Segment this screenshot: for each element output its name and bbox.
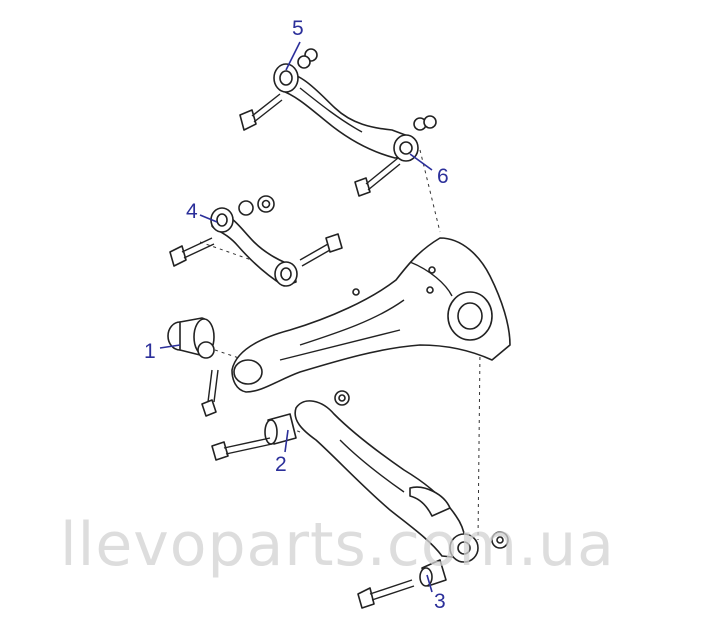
upper-arm-hardware bbox=[239, 48, 437, 197]
bushing-1 bbox=[167, 317, 219, 417]
lower-arm-hardware bbox=[211, 390, 509, 609]
callout-6: 6 bbox=[437, 165, 449, 188]
callout-1: 1 bbox=[144, 340, 156, 363]
callout-3: 3 bbox=[434, 590, 446, 613]
callout-labels: 1 2 3 4 5 6 bbox=[144, 17, 449, 613]
callout-2: 2 bbox=[275, 453, 287, 476]
lateral-link bbox=[210, 207, 298, 287]
lateral-link-hardware bbox=[169, 195, 343, 267]
callout-leaders bbox=[159, 41, 433, 593]
callout-5: 5 bbox=[292, 17, 304, 40]
lower-control-arm bbox=[294, 400, 479, 563]
trailing-arm bbox=[231, 237, 511, 393]
callout-4: 4 bbox=[186, 200, 198, 223]
watermark: llevoparts.com.ua bbox=[60, 510, 615, 580]
upper-control-arm bbox=[273, 63, 419, 162]
